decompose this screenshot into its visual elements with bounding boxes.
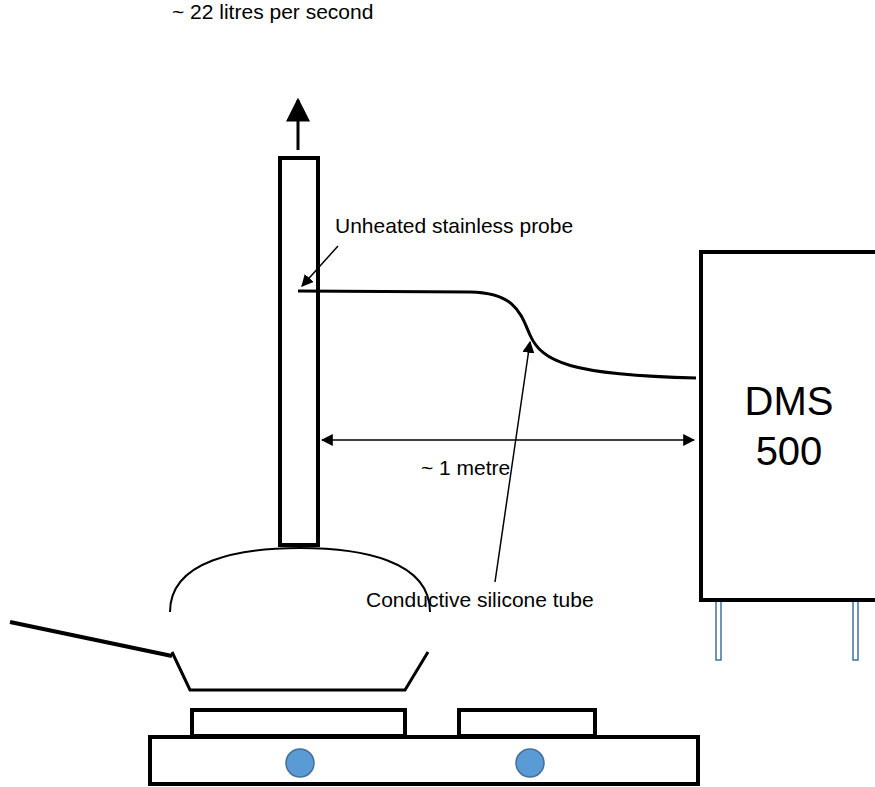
instrument-box: DMS 500 xyxy=(699,250,875,602)
probe-label: Unheated stainless probe xyxy=(335,214,573,238)
flow-rate-label: ~ 22 litres per second xyxy=(172,0,373,24)
burner xyxy=(192,710,405,736)
flow-arrow xyxy=(297,100,300,150)
sample-line xyxy=(298,291,696,378)
distance-label: ~ 1 metre xyxy=(421,456,510,480)
knob xyxy=(516,749,544,777)
burner xyxy=(459,710,595,736)
pan xyxy=(172,652,428,690)
pan-handle xyxy=(10,622,172,656)
chimney xyxy=(280,158,318,545)
instrument-name: DMS 500 xyxy=(729,376,849,476)
leader-line xyxy=(302,246,338,286)
tube-label: Conductive silicone tube xyxy=(366,588,594,612)
knob xyxy=(286,749,314,777)
hob xyxy=(150,737,698,784)
instrument-leg xyxy=(716,600,721,660)
instrument-leg xyxy=(853,600,858,660)
dimension-line xyxy=(322,439,694,441)
